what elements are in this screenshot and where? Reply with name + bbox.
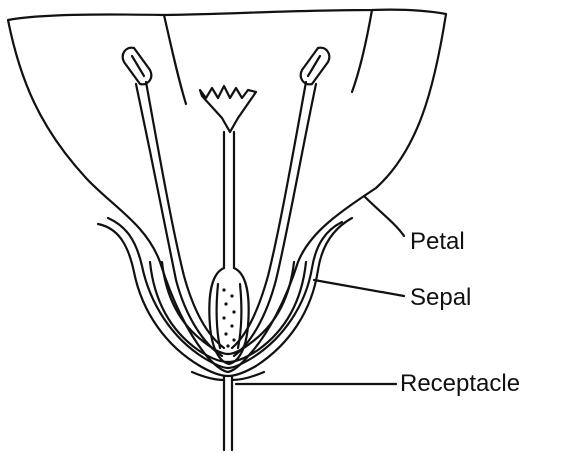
- ovule: [224, 302, 227, 305]
- petal-fold-left: [164, 15, 186, 104]
- ovule: [224, 332, 227, 335]
- stem: [224, 376, 232, 450]
- stamen-right-filament-inner: [232, 82, 306, 348]
- ovule: [230, 324, 233, 327]
- ovule: [232, 338, 235, 341]
- ovule: [232, 310, 235, 313]
- sepal-right-outer: [228, 218, 352, 376]
- label-receptacle: Receptacle: [400, 372, 520, 396]
- petal-fold-right: [352, 10, 372, 92]
- ovule: [230, 294, 233, 297]
- pistil-ovary: [209, 268, 248, 364]
- ovule: [226, 344, 229, 347]
- pistil-stigma: [200, 86, 256, 132]
- label-sepal: Sepal: [410, 286, 471, 310]
- ovules: [222, 288, 235, 347]
- ovule: [222, 288, 225, 291]
- pistil-style: [224, 132, 234, 268]
- ovule: [222, 316, 225, 319]
- pistil-ovary-inner: [217, 284, 242, 348]
- sepal-left-outer: [98, 224, 228, 376]
- label-petal: Petal: [410, 230, 465, 254]
- leader-line-petal: [364, 196, 404, 236]
- petal-outline: [8, 10, 446, 372]
- leader-line-sepal: [314, 280, 404, 296]
